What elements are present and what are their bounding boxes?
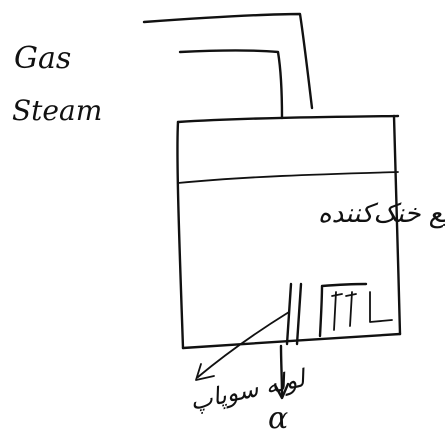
device-mark-1: [331, 291, 343, 331]
inlet-pipe-lower-line: [178, 49, 284, 120]
vessel-lid: [176, 114, 400, 124]
inlet-pipe-upper-line: [142, 12, 314, 110]
vessel-left-wall: [176, 120, 185, 350]
outlet-arrow-head: [273, 382, 290, 400]
vessel-bottom: [181, 332, 402, 350]
liquid-level-line: [177, 171, 399, 184]
pipe-pointer-line: [197, 311, 290, 378]
device-outline: [318, 282, 368, 338]
internal-pipe-left: [285, 282, 293, 346]
steam-label: Steam: [12, 94, 102, 127]
device-mark-2: [345, 291, 357, 327]
outlet-label: α: [268, 401, 288, 435]
liquid-label: مایع خنک‌کننده: [318, 199, 445, 229]
vessel-right-wall: [392, 114, 402, 336]
device-mark-3: [369, 291, 393, 323]
internal-pipe-right: [295, 282, 303, 346]
outlet-arrow-shaft: [279, 344, 284, 398]
gas-label: Gas: [14, 41, 71, 76]
pipe-pointer-head: [195, 363, 215, 381]
